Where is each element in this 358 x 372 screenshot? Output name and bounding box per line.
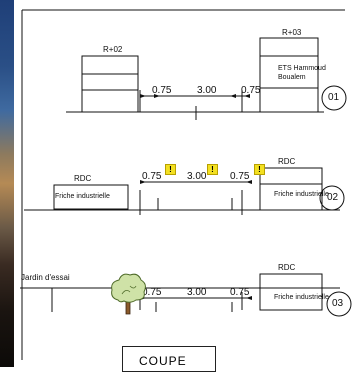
section-number: 03 (332, 298, 344, 309)
dimension-label: 0.75 (230, 287, 250, 298)
level-label: RDC (278, 263, 296, 272)
section-number: 02 (327, 192, 339, 203)
level-label: RDC (74, 174, 92, 183)
company-name-label: ETS Hammoud (278, 65, 326, 72)
drawing-title: COUPE (139, 354, 187, 368)
background-photo-strip (0, 0, 14, 367)
land-use-label: Jardin d'essai (21, 273, 70, 282)
warning-icon: ! (254, 164, 265, 175)
building-level-label: R+03 (282, 28, 302, 37)
dimension-label: 0.75 (152, 85, 172, 96)
warning-icon: ! (207, 164, 218, 175)
building-level-label: R+02 (103, 45, 123, 54)
section-lines (20, 9, 352, 360)
dimension-label: 0.75 (142, 287, 162, 298)
dimension-label: 3.00 (187, 287, 207, 298)
company-name-label: Boualem (278, 74, 306, 81)
land-use-label: Friche industrielle (55, 193, 110, 200)
dimension-label: 0.75 (241, 85, 261, 96)
tree-icon (111, 273, 146, 315)
drawing-title-box: COUPE (122, 346, 216, 372)
section-number: 01 (328, 92, 340, 103)
section-drawing-sheet: R+02 R+03 ETS Hammoud Boualem 0.75 3.00 … (14, 0, 358, 372)
land-use-label: Friche industrielle (274, 294, 329, 301)
land-use-label: Friche industrielle (274, 191, 329, 198)
dimension-label: 0.75 (230, 171, 250, 182)
dimension-label: 3.00 (197, 85, 217, 96)
level-label: RDC (278, 157, 296, 166)
dimension-label: 0.75 (142, 171, 162, 182)
warning-icon: ! (165, 164, 176, 175)
dimension-label: 3.00 (187, 171, 207, 182)
